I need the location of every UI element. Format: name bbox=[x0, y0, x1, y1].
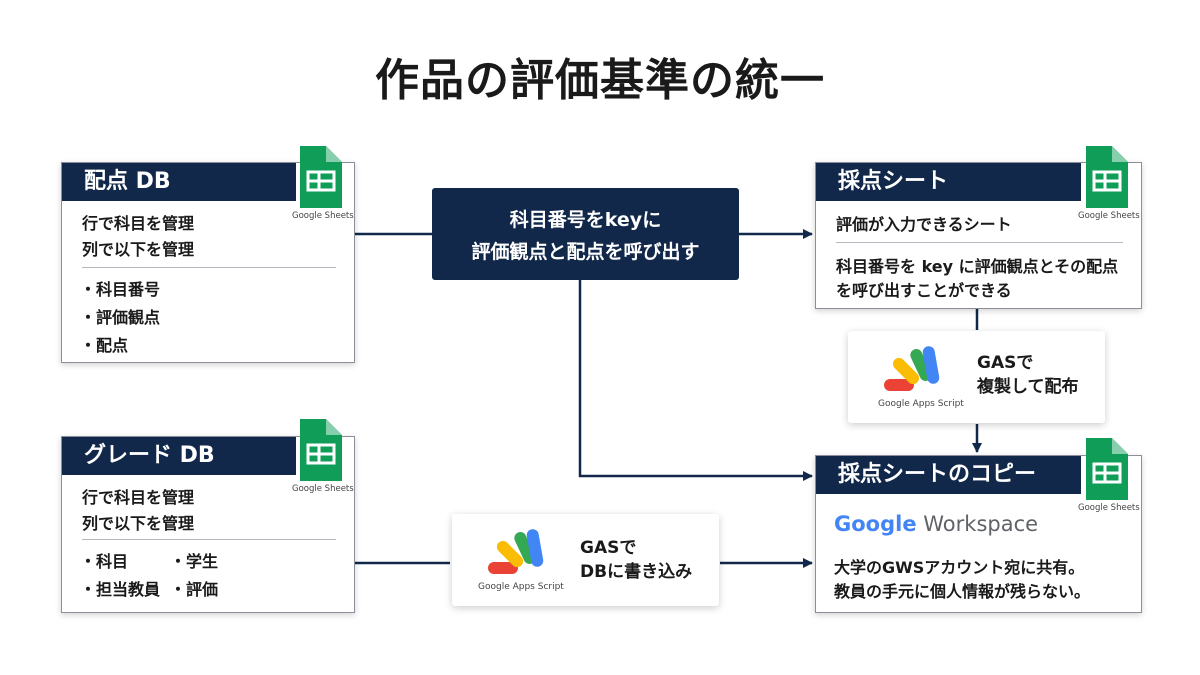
apps-script-label: Google Apps Script bbox=[878, 399, 964, 409]
grade-db-item-3: ・担当教員 bbox=[80, 580, 161, 599]
google-sheets-label: Google Sheets bbox=[1078, 503, 1140, 513]
saiten-sheet-line-1: 科目番号を key に評価観点とその配点 bbox=[836, 257, 1119, 276]
google-sheets-icon bbox=[1078, 438, 1132, 504]
haiten-db-header: 配点 DB bbox=[62, 163, 296, 201]
saiten-copy-header: 採点シートのコピー bbox=[816, 456, 1081, 494]
saiten-sheet-line-2: を呼び出すことができる bbox=[836, 281, 1012, 300]
google-sheets-label: Google Sheets bbox=[292, 211, 354, 221]
grade-db-line-1: 行で科目を管理 bbox=[82, 488, 195, 507]
lookup-by-key-box: 科目番号をkeyに 評価観点と配点を呼び出す bbox=[432, 188, 739, 280]
apps-script-icon bbox=[486, 528, 550, 582]
saiten-sheet-subtitle: 評価が入力できるシート bbox=[836, 215, 1012, 234]
grade-db-line-2: 列で以下を管理 bbox=[82, 514, 195, 533]
gas-write-card: Google Apps Script GASで DBに書き込み bbox=[452, 514, 719, 606]
grade-db-item-2: ・学生 bbox=[170, 552, 219, 571]
page-title: 作品の評価基準の統一 bbox=[375, 55, 825, 106]
google-wordmark: Google bbox=[834, 512, 917, 536]
saiten-copy-line-2: 教員の手元に個人情報が残らない。 bbox=[834, 582, 1091, 601]
gas-copy-card: Google Apps Script GASで 複製して配布 bbox=[848, 331, 1105, 423]
haiten-db-item-3: ・配点 bbox=[80, 336, 129, 355]
haiten-db-line-1: 行で科目を管理 bbox=[82, 214, 195, 233]
lookup-box-line-1: 科目番号をkeyに bbox=[509, 209, 662, 231]
arrow-center-to-copy bbox=[578, 280, 813, 481]
grade-db-item-1: ・科目 bbox=[80, 552, 129, 571]
haiten-db-line-2: 列で以下を管理 bbox=[82, 240, 195, 259]
grade-db-item-4: ・評価 bbox=[170, 580, 219, 599]
lookup-box-line-2: 評価観点と配点を呼び出す bbox=[471, 241, 700, 263]
google-sheets-label: Google Sheets bbox=[292, 484, 354, 494]
google-sheets-icon bbox=[292, 146, 346, 212]
google-sheets-icon bbox=[292, 419, 346, 485]
apps-script-icon bbox=[882, 345, 946, 399]
gas-copy-line-2: 複製して配布 bbox=[977, 377, 1079, 397]
grade-db-header: グレード DB bbox=[62, 437, 296, 475]
google-sheets-icon bbox=[1078, 146, 1132, 212]
haiten-db-item-1: ・科目番号 bbox=[80, 280, 161, 299]
gas-copy-line-1: GASで bbox=[977, 353, 1034, 373]
haiten-db-divider bbox=[82, 267, 336, 268]
saiten-sheet-card: 採点シート 評価が入力できるシート 科目番号を key に評価観点とその配点 を… bbox=[815, 162, 1142, 309]
google-sheets-label: Google Sheets bbox=[1078, 211, 1140, 221]
apps-script-label: Google Apps Script bbox=[478, 582, 564, 592]
saiten-copy-line-1: 大学のGWSアカウント宛に共有。 bbox=[834, 558, 1085, 577]
grade-db-divider bbox=[82, 539, 336, 540]
saiten-sheet-divider bbox=[836, 242, 1123, 243]
workspace-wordmark: Workspace bbox=[923, 512, 1039, 536]
gas-write-line-2: DBに書き込み bbox=[580, 562, 693, 582]
haiten-db-item-2: ・評価観点 bbox=[80, 308, 161, 327]
google-workspace-logo: Google Workspace bbox=[834, 512, 1038, 536]
saiten-sheet-header: 採点シート bbox=[816, 163, 1081, 201]
grade-db-card: グレード DB 行で科目を管理 列で以下を管理 ・科目 ・学生 ・担当教員 ・評… bbox=[61, 436, 355, 613]
gas-write-line-1: GASで bbox=[580, 538, 637, 558]
